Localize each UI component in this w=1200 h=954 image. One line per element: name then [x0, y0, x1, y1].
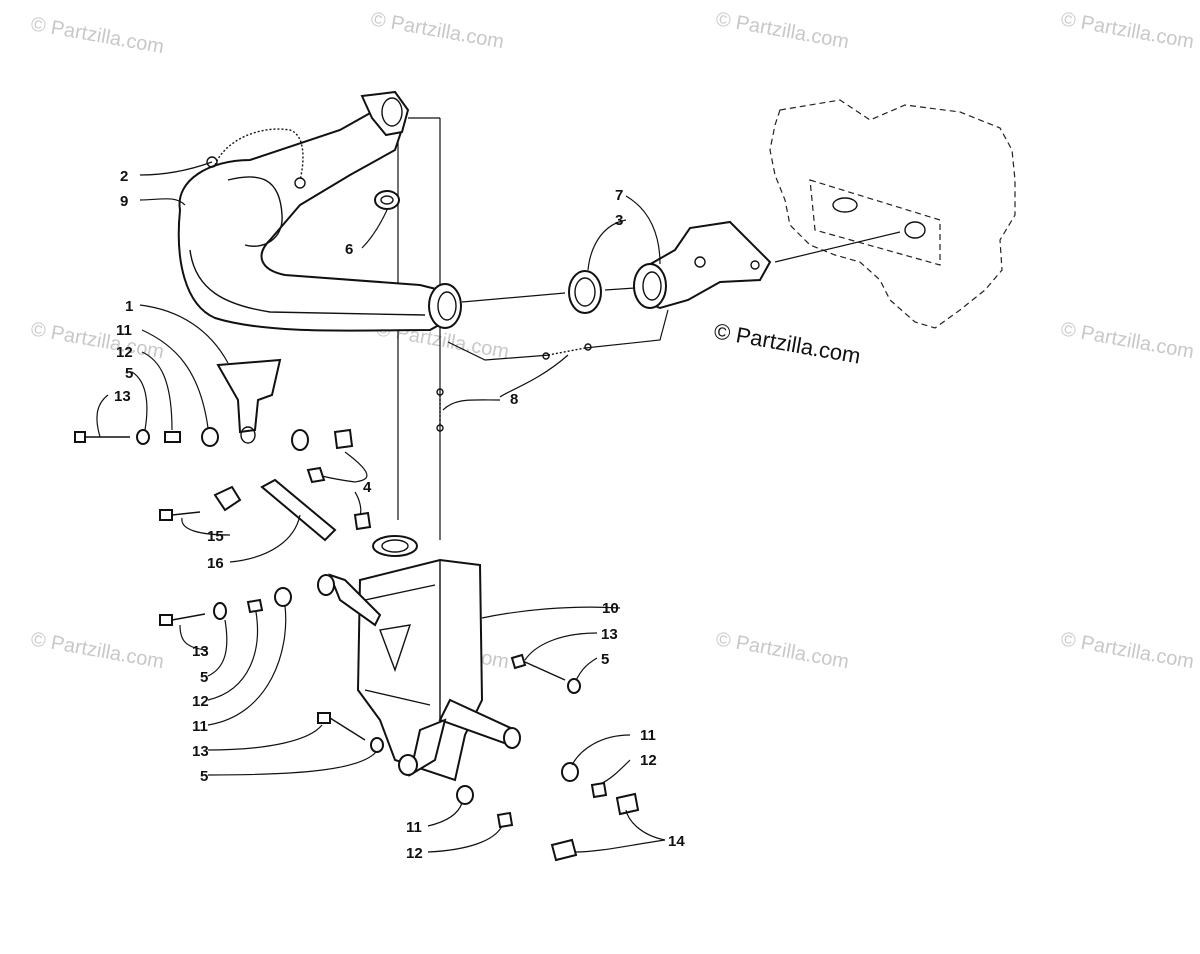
watermark-text: © Partzilla.com — [714, 8, 851, 53]
callout-2: 2 — [120, 168, 128, 185]
callout-16: 16 — [207, 555, 224, 572]
callout-12: 12 — [640, 752, 657, 769]
muffler — [317, 535, 521, 782]
bolt-15 — [159, 509, 201, 521]
callout-11: 11 — [640, 727, 656, 744]
callout-12: 12 — [192, 693, 209, 710]
callout-6: 6 — [345, 241, 353, 258]
watermark-text: © Partzilla.com — [1059, 8, 1196, 53]
upper-bracket — [216, 358, 282, 444]
watermark-layer: © Partzilla.com © Partzilla.com © Partzi… — [29, 8, 1196, 673]
mid-bracket — [213, 478, 337, 542]
callout-5: 5 — [200, 669, 208, 686]
callout-10: 10 — [602, 600, 619, 617]
lower-left-hardware — [159, 587, 292, 626]
watermark-text: © Partzilla.com — [29, 318, 166, 363]
nuts — [306, 466, 372, 531]
upper-hardware-row — [74, 427, 354, 451]
callout-7: 7 — [615, 187, 623, 204]
watermark-text: © Partzilla.com — [714, 628, 851, 673]
callout-9: 9 — [120, 193, 128, 210]
watermark-text: © Partzilla.com — [1059, 628, 1196, 673]
callout-13: 13 — [601, 626, 618, 643]
leader-lines — [96, 161, 666, 853]
spring-horizontal — [542, 343, 592, 360]
callout-4: 4 — [363, 479, 372, 496]
callout-5: 5 — [601, 651, 609, 668]
callout-12: 12 — [406, 845, 423, 862]
callout-labels: 2 9 6 7 3 8 1 11 12 5 13 4 15 16 10 13 5… — [114, 168, 685, 862]
watermark-text: © Partzilla.com — [369, 8, 506, 53]
callout-1: 1 — [125, 298, 133, 315]
watermark-text: © Partzilla.com — [1059, 318, 1196, 363]
callout-12: 12 — [116, 344, 133, 361]
assembly-guides — [397, 117, 901, 540]
callout-5: 5 — [200, 768, 208, 785]
exhaust-manifold — [633, 220, 772, 310]
callout-15: 15 — [207, 528, 224, 545]
callout-11: 11 — [406, 819, 422, 836]
callout-13: 13 — [192, 743, 209, 760]
callout-11: 11 — [116, 322, 132, 339]
main-watermark-text: © Partzilla.com — [712, 318, 862, 368]
pipe-spring — [206, 128, 306, 189]
watermark-text: © Partzilla.com — [29, 628, 166, 673]
engine-outline — [769, 99, 1016, 329]
callout-3: 3 — [615, 212, 623, 229]
callout-13: 13 — [192, 643, 209, 660]
spring-vertical — [436, 388, 444, 432]
callout-13: 13 — [114, 388, 131, 405]
callout-11: 11 — [192, 718, 208, 735]
grommet — [374, 190, 400, 210]
watermark-text: © Partzilla.com — [29, 13, 166, 58]
lower-hardware — [317, 653, 640, 862]
seal-ring — [568, 270, 602, 314]
callout-5: 5 — [125, 365, 133, 382]
callout-14: 14 — [668, 833, 685, 850]
expansion-chamber-pipe — [177, 90, 462, 332]
callout-8: 8 — [510, 391, 518, 408]
